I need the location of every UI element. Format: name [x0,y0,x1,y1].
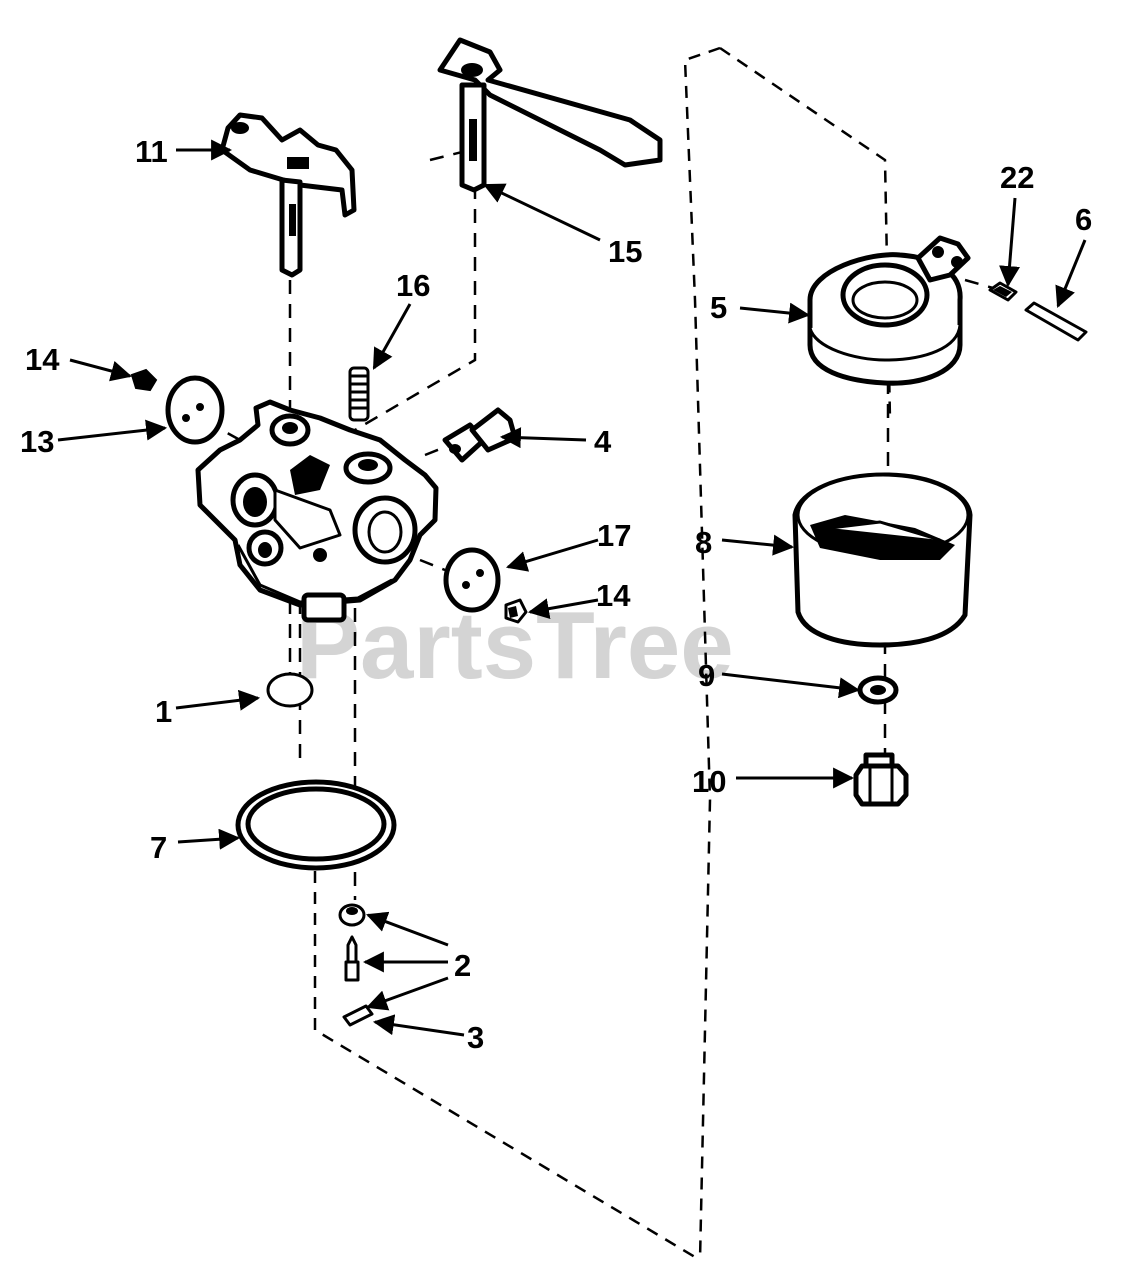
callout-13: 13 [20,424,54,459]
part-7-gasket-ring [235,779,397,871]
part-16-spring [348,366,370,422]
callout-11: 11 [135,134,168,169]
part-13-choke-plate [165,375,225,445]
callout-14-upper: 14 [25,342,60,377]
part-14-screw-upper [130,368,158,392]
part-9-washer [857,675,899,705]
part-10-bowl-nut [853,752,909,807]
part-4-jet-screw [442,407,518,463]
part-6-float-shaft [1024,301,1088,342]
callout-9: 9 [698,658,715,693]
part-11-choke-lever [219,112,357,278]
part-5-float [807,235,971,386]
part-17-throttle-plate [443,547,501,613]
part-8-float-bowl [792,472,973,648]
callout-16: 16 [396,268,430,303]
callout-14-lower: 14 [596,578,631,613]
part-14-screw-lower [504,598,528,624]
callout-22: 22 [1000,160,1034,195]
part-15-throttle-lever [437,37,663,193]
carburetor-body [195,399,439,623]
callout-17: 17 [597,518,631,553]
callout-labels: 1 2 3 4 5 6 7 8 9 10 11 13 14 14 15 16 1… [20,134,1092,1055]
callout-3: 3 [467,1020,484,1055]
callout-2: 2 [454,948,471,983]
leader-lines [57,139,1087,1037]
callout-1: 1 [155,694,172,729]
part-1-welch-plug [266,672,314,708]
callout-6: 6 [1075,202,1092,237]
part-22-pin [988,281,1018,302]
callout-7: 7 [150,830,167,865]
callout-5: 5 [710,290,727,325]
part-2-needle-valve [338,903,366,982]
callout-15: 15 [608,234,642,269]
callout-10: 10 [692,764,726,799]
assembly-enclosure-line [313,46,892,1262]
callout-8: 8 [695,525,712,560]
callout-4: 4 [594,424,612,459]
part-3-clip [342,1004,374,1027]
